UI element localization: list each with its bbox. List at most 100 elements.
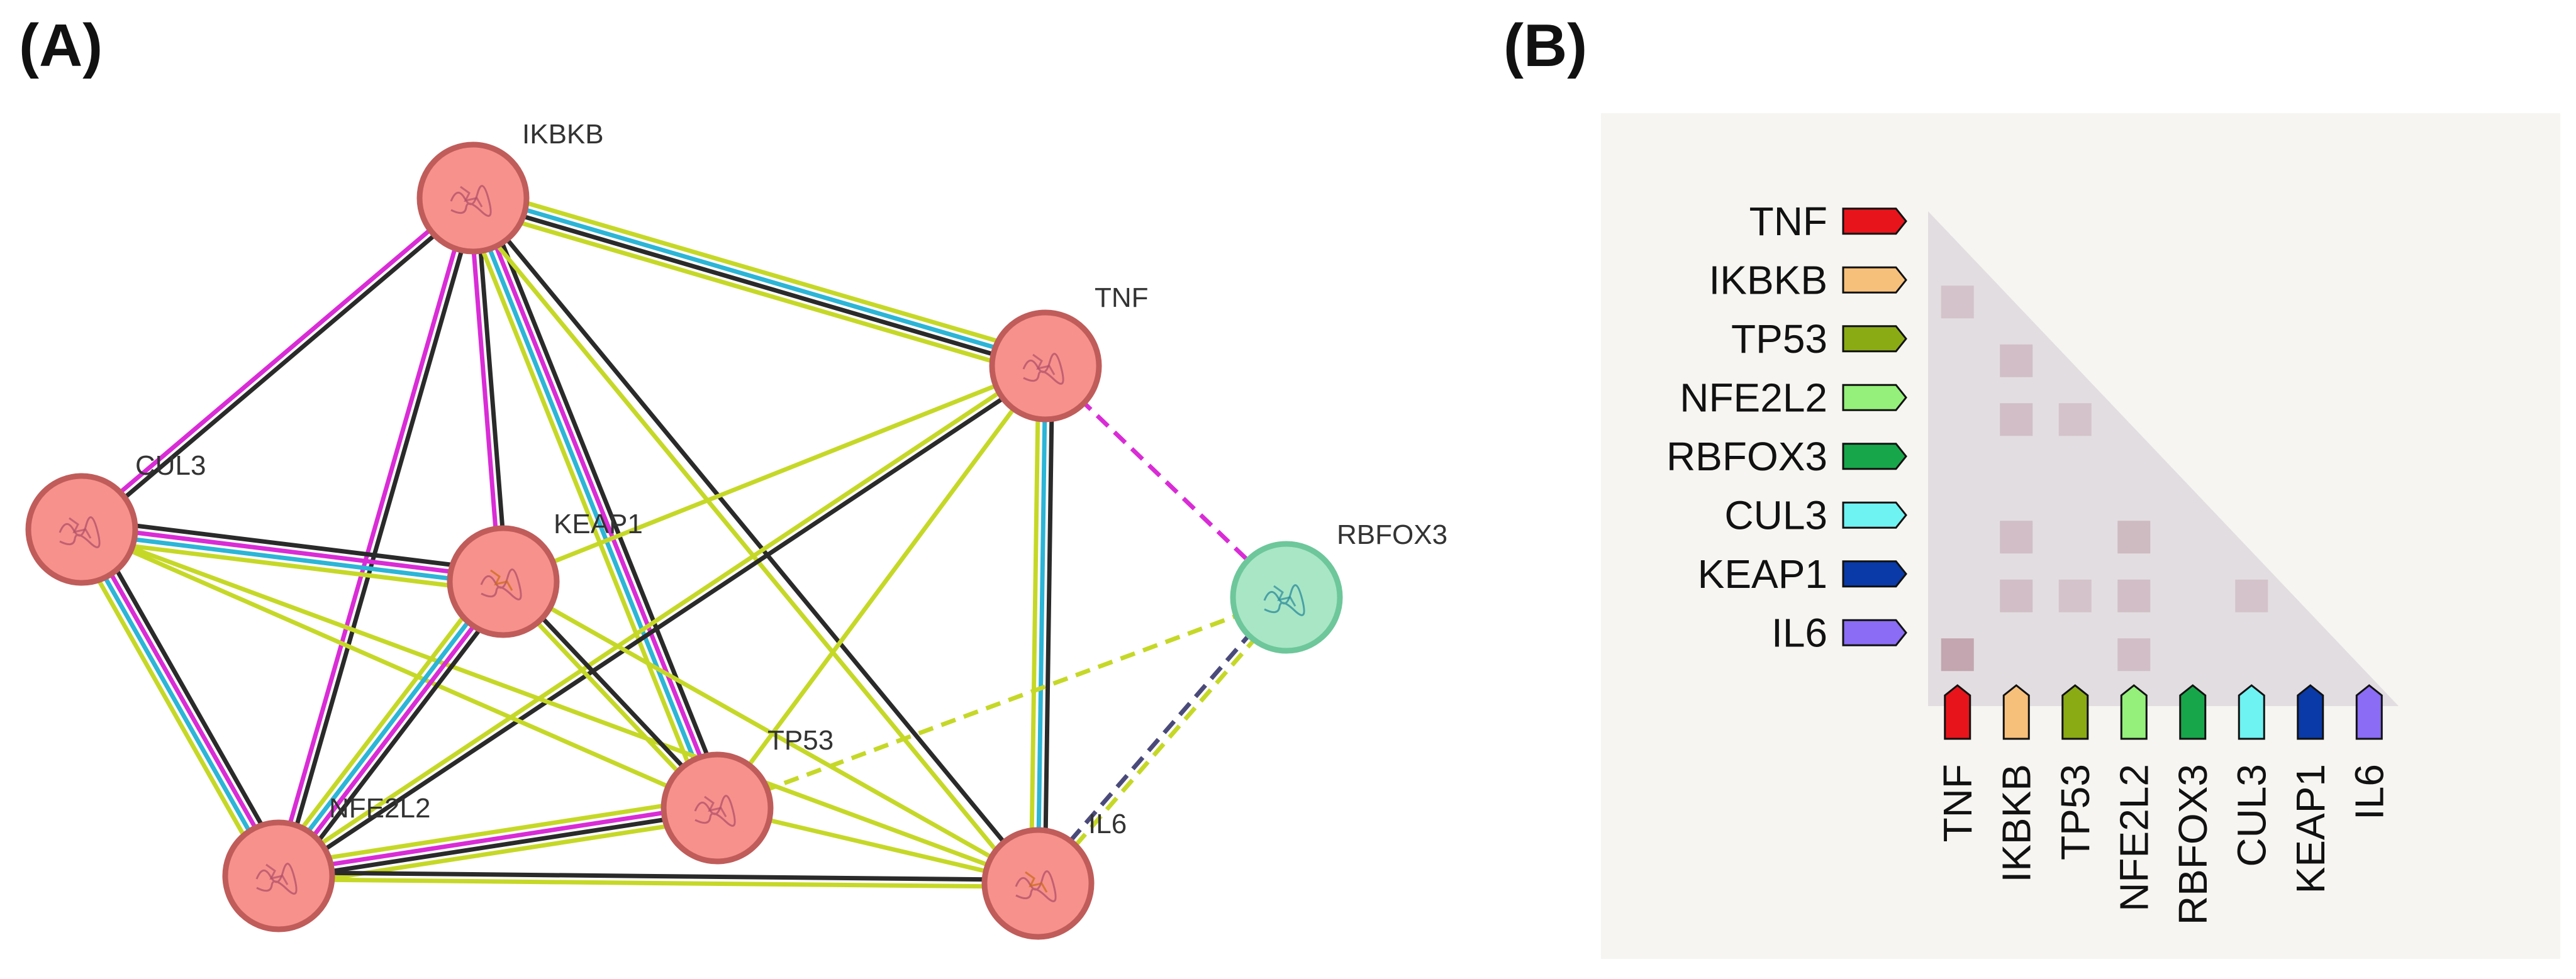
edge-tnf-keap1 — [502, 363, 1047, 584]
matrix-row-label: IL6 — [1771, 610, 1827, 655]
edge-line — [1039, 598, 1291, 887]
node-label: KEAP1 — [554, 509, 643, 539]
edge-line — [81, 527, 718, 810]
edge-line — [716, 595, 1288, 810]
edge-line — [276, 361, 1045, 875]
row-tag-icon — [1842, 560, 1907, 588]
matrix-cell — [2000, 579, 2033, 612]
row-tag-icon — [1842, 443, 1907, 470]
matrix-row-label: TP53 — [1731, 316, 1827, 362]
matrix-column-label: RBFOX3 — [2170, 764, 2216, 925]
node-tnf[interactable]: TNF — [989, 282, 1149, 423]
column-tag-icon — [1944, 684, 1971, 740]
protein-structure-icon — [1263, 584, 1305, 616]
matrix-cell — [2000, 521, 2033, 554]
edge-rbfox3-il6 — [1034, 594, 1291, 887]
edge-line — [276, 795, 716, 868]
protein-structure-icon — [480, 568, 522, 600]
edge-line — [279, 870, 1039, 883]
edge-line — [77, 529, 278, 879]
node-label: RBFOX3 — [1337, 519, 1447, 550]
edge-line — [1029, 365, 1041, 883]
matrix-cells — [1941, 285, 2268, 672]
edge-line — [475, 185, 1049, 358]
node-ikbkb[interactable]: IKBKB — [416, 119, 604, 255]
edge-line — [481, 193, 729, 805]
column-tag-icon — [2061, 684, 2089, 740]
node-il6[interactable]: IL6 — [981, 809, 1127, 940]
edge-cul3-tp53 — [81, 527, 718, 810]
edge-line — [461, 201, 710, 813]
matrix-row-label: NFE2L2 — [1680, 375, 1827, 420]
matrix-cell — [2117, 521, 2151, 554]
node-label: IKBKB — [522, 119, 604, 150]
node-label: IL6 — [1088, 809, 1127, 839]
row-tag-icon — [1842, 619, 1907, 646]
edge-line — [285, 586, 513, 884]
node-label: CUL3 — [135, 450, 206, 481]
matrix-row-label: RBFOX3 — [1666, 434, 1827, 479]
matrix-cell — [1941, 638, 1974, 672]
edge-line — [1035, 365, 1048, 884]
column-tag-icon — [2297, 684, 2324, 740]
edge-tnf-nfe2l2 — [276, 361, 1049, 881]
edge-line — [467, 198, 503, 582]
matrix-column-label: NFE2L2 — [2111, 764, 2156, 912]
protein-structure-icon — [450, 185, 492, 217]
matrix-cell — [1941, 285, 1974, 319]
edge-nfe2l2-il6 — [278, 870, 1039, 889]
edge-tp53-rbfox3 — [716, 595, 1288, 810]
edge-line — [78, 194, 472, 529]
edge-layer — [70, 185, 1291, 892]
edge-ikbkb-il6 — [462, 204, 1031, 892]
edge-line — [467, 198, 716, 810]
edge-line — [81, 527, 1039, 886]
protein-structure-icon — [1022, 353, 1064, 385]
edge-ikbkb-tnf — [469, 185, 1049, 379]
edge-line — [82, 526, 284, 876]
row-tag-icon — [1842, 384, 1907, 411]
matrix-column-label: CUL3 — [2229, 764, 2274, 867]
edge-line — [81, 530, 503, 587]
edge-keap1-nfe2l2 — [269, 573, 513, 884]
node-nfe2l2[interactable]: NFE2L2 — [222, 793, 430, 932]
node-keap1[interactable]: KEAP1 — [447, 509, 643, 638]
edge-line — [1034, 594, 1286, 883]
edge-line — [474, 196, 723, 808]
edge-line — [278, 877, 1038, 889]
protein-structure-icon — [1015, 870, 1057, 902]
matrix-cell — [2117, 579, 2151, 612]
matrix-row-label: IKBKB — [1709, 257, 1827, 302]
edge-line — [471, 196, 1040, 885]
row-tag-icon — [1842, 266, 1907, 294]
edge-line — [269, 573, 497, 871]
edge-line — [89, 523, 290, 872]
row-tag-icon — [1842, 501, 1907, 529]
edge-line — [502, 579, 1039, 886]
edge-line — [279, 198, 479, 878]
edge-line — [1042, 366, 1055, 884]
panel-a-label: (A) — [19, 12, 103, 79]
matrix-cell — [2058, 579, 2092, 612]
edge-line — [473, 192, 1047, 365]
matrix-row-label: KEAP1 — [1698, 551, 1827, 597]
node-cul3[interactable]: CUL3 — [25, 450, 206, 586]
column-tag-icon — [2002, 684, 2030, 740]
matrix-row-label: TNF — [1749, 199, 1827, 244]
matrix-column-label: TP53 — [2053, 764, 2098, 860]
node-tp53[interactable]: TP53 — [661, 725, 834, 865]
edge-ikbkb-keap1 — [467, 197, 509, 582]
edge-tnf-il6 — [1029, 365, 1055, 884]
column-tag-icon — [2238, 684, 2265, 740]
edge-line — [469, 206, 1044, 379]
matrix-column-label: IL6 — [2346, 764, 2392, 820]
node-rbfox3[interactable]: RBFOX3 — [1230, 519, 1447, 654]
edge-line — [80, 537, 503, 594]
matrix-column-label: IKBKB — [1993, 764, 2039, 883]
matrix-cell — [2235, 579, 2268, 612]
protein-structure-icon — [255, 863, 298, 895]
